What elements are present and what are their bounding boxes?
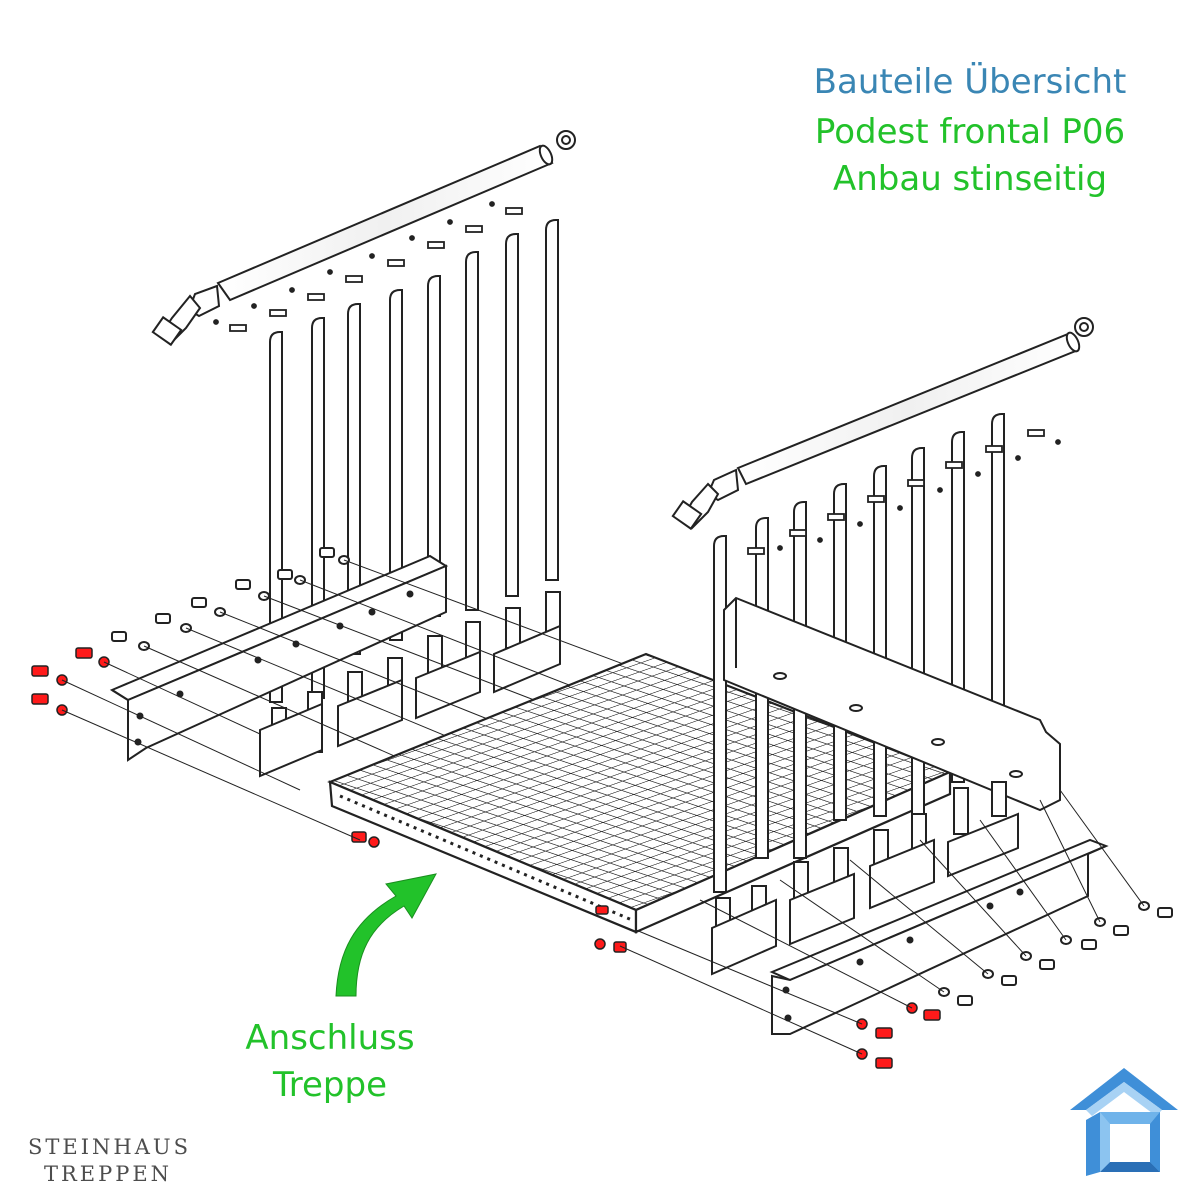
left-handrail [151, 130, 576, 347]
connection-label-line2: Treppe [272, 1065, 387, 1105]
house-logo-icon [1070, 1068, 1178, 1176]
connection-label-line1: Anschluss [245, 1018, 415, 1058]
right-explosion-lines [619, 789, 1145, 1055]
model-title: Podest frontal P06 [814, 112, 1126, 152]
green-curved-arrow-icon [335, 873, 437, 997]
left-balusters [269, 219, 559, 703]
right-back-channel [723, 596, 1061, 812]
right-mounting-plates [711, 781, 1019, 976]
right-clamps [747, 429, 1061, 555]
mounting-title: Anbau stinseitig [832, 159, 1108, 199]
right-front-stringer [769, 838, 1109, 1035]
left-stringer [109, 554, 449, 762]
right-red-bolts [594, 905, 941, 1069]
left-red-bolts [31, 647, 380, 848]
left-clamps [213, 201, 523, 332]
left-mounting-plates [259, 591, 561, 778]
brand-name-line2: TREPPEN [43, 1162, 173, 1186]
brand-name-line1: STEINHAUS [28, 1135, 191, 1159]
right-handrail [671, 317, 1094, 531]
overview-title: Bauteile Übersicht [813, 62, 1127, 102]
